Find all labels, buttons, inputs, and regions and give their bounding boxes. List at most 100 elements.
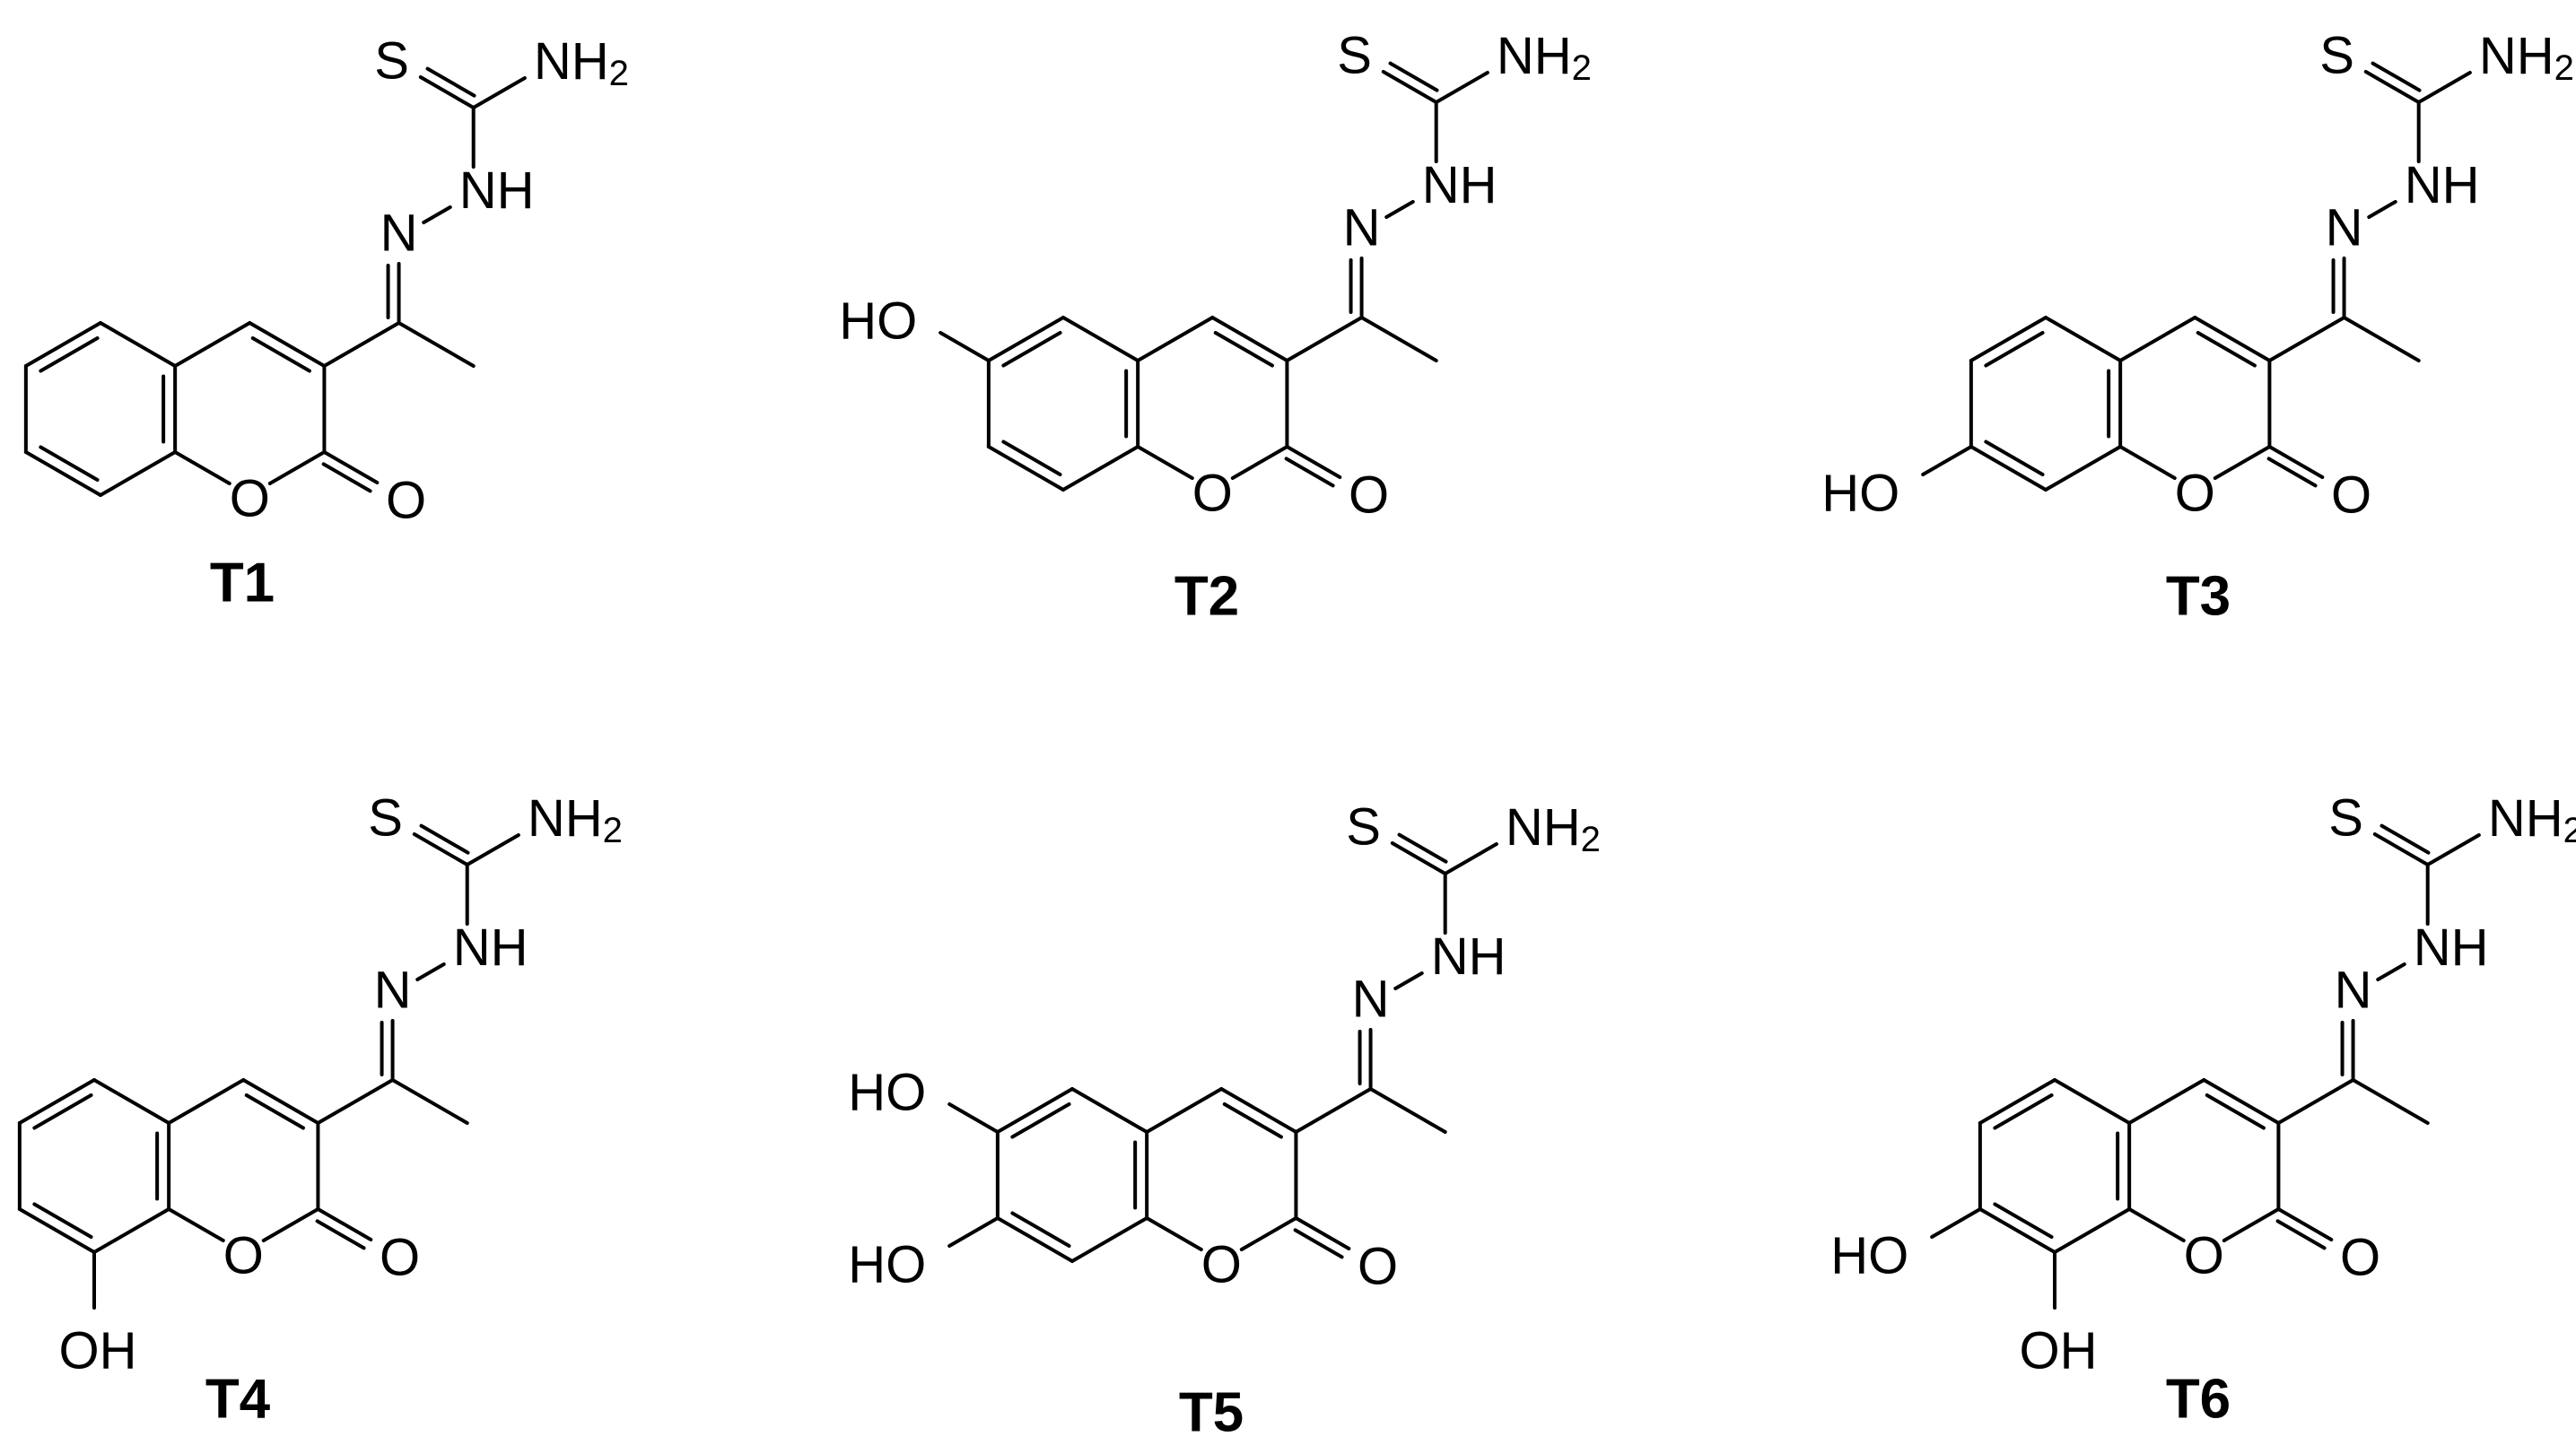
- double-bond-inner: [2205, 1093, 2266, 1130]
- carbonyl-oxygen-label: O: [2331, 466, 2371, 525]
- amine-nh2-label: NH2: [534, 32, 629, 94]
- single-bond: [471, 76, 527, 109]
- single-bond: [986, 316, 1065, 362]
- single-bond: [2416, 71, 2472, 104]
- double-bond-outer: [2380, 823, 2431, 855]
- ring-oxygen-label: O: [230, 470, 270, 528]
- single-bond: [2363, 70, 2421, 104]
- ring-oxygen-label: O: [223, 1227, 264, 1285]
- single-bond: [99, 321, 178, 368]
- single-bond: [23, 321, 102, 368]
- single-bond: [1393, 971, 1424, 990]
- single-bond: [1061, 445, 1140, 492]
- sulfur-label: S: [368, 789, 403, 848]
- single-bond: [986, 445, 1065, 492]
- single-bond: [947, 1102, 1000, 1134]
- hydroxyl-label: HO: [1821, 465, 1899, 523]
- single-bond: [2222, 1207, 2281, 1242]
- double-bond-inner: [1993, 1202, 2054, 1239]
- imine-nitrogen-label: N: [2335, 962, 2372, 1020]
- single-bond: [1145, 1216, 1203, 1251]
- hydrazine-nh-label: NH: [459, 161, 535, 220]
- ring-oxygen-label: O: [1201, 1236, 1242, 1294]
- single-bond: [1136, 316, 1215, 362]
- single-bond: [1969, 445, 2048, 492]
- sulfur-label: S: [2319, 27, 2354, 85]
- single-bond: [1368, 1087, 1447, 1134]
- imine-nitrogen-label: N: [1343, 199, 1381, 257]
- single-bond: [2351, 1078, 2430, 1125]
- hydrazine-nh-label: NH: [1422, 156, 1498, 214]
- double-bond-outer: [321, 462, 372, 493]
- hydrazine-nh-label: NH: [453, 919, 528, 977]
- single-bond: [1070, 1216, 1149, 1263]
- sulfur-label: S: [2328, 789, 2363, 848]
- single-bond: [167, 1078, 246, 1125]
- carbonyl-oxygen-label: O: [1349, 466, 1389, 525]
- single-bond: [17, 1207, 96, 1254]
- single-bond: [2044, 316, 2123, 362]
- double-bond-inner: [1984, 331, 2045, 368]
- single-bond: [2342, 316, 2421, 362]
- single-bond: [2202, 1078, 2281, 1125]
- double-bond-outer: [1397, 832, 1448, 864]
- double-bond-inner: [244, 1093, 305, 1130]
- single-bond: [261, 1207, 320, 1242]
- single-bond: [995, 1087, 1074, 1134]
- hydrazine-nh-label: NH: [2405, 156, 2480, 214]
- single-bond: [1978, 1207, 2056, 1254]
- double-bond-outer: [2371, 61, 2422, 92]
- compound-caption: T4: [205, 1369, 271, 1431]
- single-bond: [2276, 1078, 2355, 1125]
- amine-nh2-label: NH2: [2479, 27, 2574, 89]
- hydroxyl-label: HO: [848, 1064, 926, 1122]
- single-bond: [322, 321, 401, 368]
- double-bond-outer: [1388, 61, 1439, 92]
- single-bond: [2118, 316, 2197, 362]
- double-bond-inner: [39, 445, 100, 482]
- single-bond: [2213, 445, 2272, 480]
- single-bond: [2127, 1207, 2186, 1242]
- double-bond-inner: [2196, 331, 2257, 368]
- single-bond: [1219, 1087, 1298, 1134]
- single-bond: [1070, 1087, 1149, 1134]
- hydroxyl-label: OH: [2020, 1322, 2098, 1380]
- sulfur-label: S: [374, 32, 409, 91]
- single-bond: [397, 321, 476, 368]
- double-bond-inner: [250, 336, 311, 373]
- single-bond: [2053, 1207, 2132, 1254]
- double-bond-outer: [2266, 457, 2318, 488]
- single-bond: [947, 1216, 1000, 1248]
- ring-oxygen-label: O: [2175, 465, 2215, 523]
- single-bond: [2118, 445, 2177, 480]
- single-bond: [1978, 1078, 2056, 1125]
- single-bond: [390, 1078, 469, 1125]
- amine-nh2-label: NH2: [528, 789, 623, 851]
- single-bond: [418, 75, 476, 109]
- single-bond: [1294, 1087, 1373, 1134]
- single-bond: [2053, 1078, 2132, 1125]
- single-bond: [1921, 445, 1973, 476]
- single-bond: [2425, 833, 2481, 866]
- compound-caption: T1: [210, 553, 275, 614]
- double-bond-outer: [419, 823, 470, 855]
- single-bond: [241, 1078, 320, 1125]
- sulfur-label: S: [1337, 27, 1372, 85]
- hydroxyl-label: OH: [59, 1322, 137, 1380]
- single-bond: [2044, 445, 2123, 492]
- single-bond: [23, 450, 102, 497]
- imine-nitrogen-label: N: [374, 962, 412, 1020]
- single-bond: [465, 833, 520, 866]
- single-bond: [1285, 445, 1342, 479]
- imine-nitrogen-label: N: [2326, 199, 2363, 257]
- double-bond-inner: [32, 1093, 93, 1130]
- compound-caption: T6: [2166, 1369, 2231, 1431]
- double-bond-inner: [1222, 1102, 1283, 1139]
- single-bond: [1359, 316, 1438, 362]
- single-bond: [316, 1207, 373, 1241]
- single-bond: [267, 450, 327, 485]
